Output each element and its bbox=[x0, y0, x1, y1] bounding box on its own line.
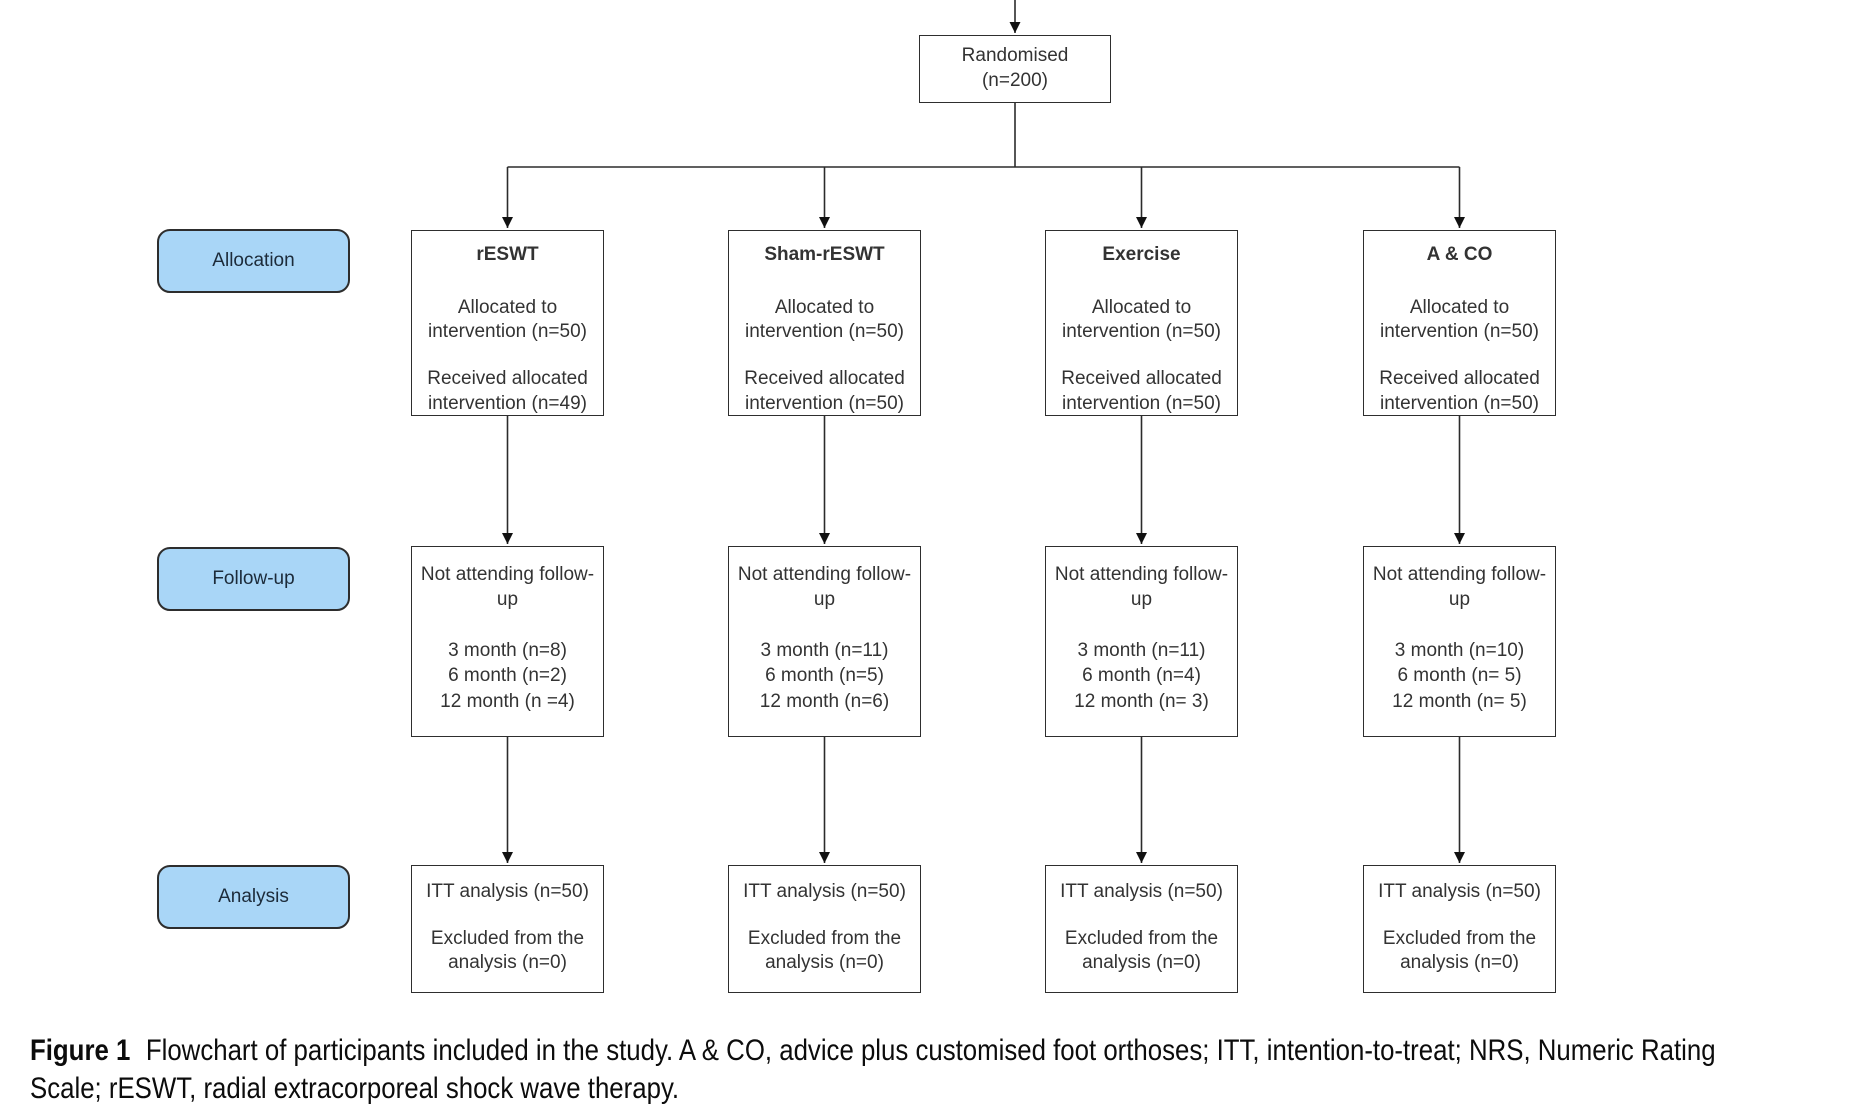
analysis-box-sham-reswt: ITT analysis (n=50) Excluded from the an… bbox=[728, 865, 921, 993]
followup-box-exercise: Not attending follow-up 3 month (n=11) 6… bbox=[1045, 546, 1238, 737]
allocated-text: Allocated to intervention (n=50) bbox=[428, 296, 587, 343]
arm-title: Exercise bbox=[1102, 244, 1181, 265]
allocated-text: Allocated to intervention (n=50) bbox=[1062, 296, 1221, 343]
followup-counts: 3 month (n=10) 6 month (n= 5) 12 month (… bbox=[1364, 638, 1555, 713]
allocation-box-sham-reswt: Sham-rESWT Allocated to intervention (n=… bbox=[728, 230, 921, 416]
followup-counts: 3 month (n=8) 6 month (n=2) 12 month (n … bbox=[412, 638, 603, 713]
received-text: Received allocated intervention (n=50) bbox=[1061, 368, 1222, 414]
excluded-text: Excluded from the analysis (n=0) bbox=[1382, 927, 1537, 974]
followup-heading: Not attending follow-up bbox=[1372, 564, 1547, 610]
followup-heading: Not attending follow-up bbox=[1054, 564, 1229, 610]
followup-heading: Not attending follow-up bbox=[420, 564, 595, 610]
caption-line-2: Scale; rESWT, radial extracorporeal shoc… bbox=[30, 1070, 1595, 1104]
received-text: Received allocated intervention (n=49) bbox=[427, 368, 588, 414]
stage-label-follow-up: Follow-up bbox=[157, 547, 350, 611]
followup-counts: 3 month (n=11) 6 month (n=4) 12 month (n… bbox=[1046, 638, 1237, 713]
caption-text-1: Flowchart of participants included in th… bbox=[145, 1034, 1716, 1067]
figure-number: Figure 1 bbox=[30, 1034, 131, 1067]
followup-12-month: 12 month (n= 3) bbox=[1074, 690, 1209, 712]
allocation-box-a-and-co: A & CO Allocated to intervention (n=50) … bbox=[1363, 230, 1556, 416]
followup-12-month: 12 month (n= 5) bbox=[1392, 690, 1527, 712]
randomised-count: (n=200) bbox=[981, 70, 1049, 91]
followup-3-month: 3 month (n=11) bbox=[1077, 640, 1206, 662]
excluded-text: Excluded from the analysis (n=0) bbox=[747, 927, 902, 974]
received-text: Received allocated intervention (n=50) bbox=[744, 368, 905, 414]
followup-6-month: 6 month (n= 5) bbox=[1397, 665, 1522, 687]
followup-6-month: 6 month (n=2) bbox=[448, 665, 567, 687]
followup-counts: 3 month (n=11) 6 month (n=5) 12 month (n… bbox=[729, 638, 920, 713]
followup-3-month: 3 month (n=11) bbox=[760, 640, 889, 662]
randomised-label: Randomised bbox=[961, 45, 1069, 67]
allocated-text: Allocated to intervention (n=50) bbox=[1380, 296, 1539, 343]
allocation-box-exercise: Exercise Allocated to intervention (n=50… bbox=[1045, 230, 1238, 416]
followup-12-month: 12 month (n =4) bbox=[440, 690, 575, 712]
itt-text: ITT analysis (n=50) bbox=[743, 881, 906, 902]
followup-3-month: 3 month (n=8) bbox=[448, 640, 567, 662]
followup-box-a-and-co: Not attending follow-up 3 month (n=10) 6… bbox=[1363, 546, 1556, 737]
followup-12-month: 12 month (n=6) bbox=[759, 690, 890, 712]
allocation-box-reswt: rESWT Allocated to intervention (n=50) R… bbox=[411, 230, 604, 416]
followup-6-month: 6 month (n=5) bbox=[765, 665, 884, 687]
itt-text: ITT analysis (n=50) bbox=[1378, 881, 1541, 902]
followup-box-reswt: Not attending follow-up 3 month (n=8) 6 … bbox=[411, 546, 604, 737]
allocated-text: Allocated to intervention (n=50) bbox=[745, 296, 904, 343]
stage-label-allocation: Allocation bbox=[157, 229, 350, 293]
followup-3-month: 3 month (n=10) bbox=[1394, 640, 1525, 662]
stage-label-analysis: Analysis bbox=[157, 865, 350, 929]
caption-line-1: Figure 1 Flowchart of participants includ… bbox=[30, 1032, 1716, 1070]
received-text: Received allocated intervention (n=50) bbox=[1379, 368, 1540, 414]
followup-box-sham-reswt: Not attending follow-up 3 month (n=11) 6… bbox=[728, 546, 921, 737]
figure-caption: Figure 1 Flowchart of participants includ… bbox=[30, 1032, 1850, 1104]
itt-text: ITT analysis (n=50) bbox=[426, 881, 589, 902]
arm-title: rESWT bbox=[476, 244, 539, 265]
followup-6-month: 6 month (n=4) bbox=[1082, 665, 1201, 687]
followup-heading: Not attending follow-up bbox=[737, 564, 912, 610]
caption-text-2: Scale; rESWT, radial extracorporeal shoc… bbox=[30, 1072, 680, 1104]
excluded-text: Excluded from the analysis (n=0) bbox=[430, 927, 585, 974]
itt-text: ITT analysis (n=50) bbox=[1060, 881, 1223, 902]
analysis-box-reswt: ITT analysis (n=50) Excluded from the an… bbox=[411, 865, 604, 993]
randomised-box: Randomised (n=200) bbox=[919, 35, 1111, 103]
analysis-box-a-and-co: ITT analysis (n=50) Excluded from the an… bbox=[1363, 865, 1556, 993]
arm-title: A & CO bbox=[1426, 244, 1493, 265]
analysis-box-exercise: ITT analysis (n=50) Excluded from the an… bbox=[1045, 865, 1238, 993]
excluded-text: Excluded from the analysis (n=0) bbox=[1064, 927, 1219, 974]
arm-title: Sham-rESWT bbox=[764, 244, 885, 265]
